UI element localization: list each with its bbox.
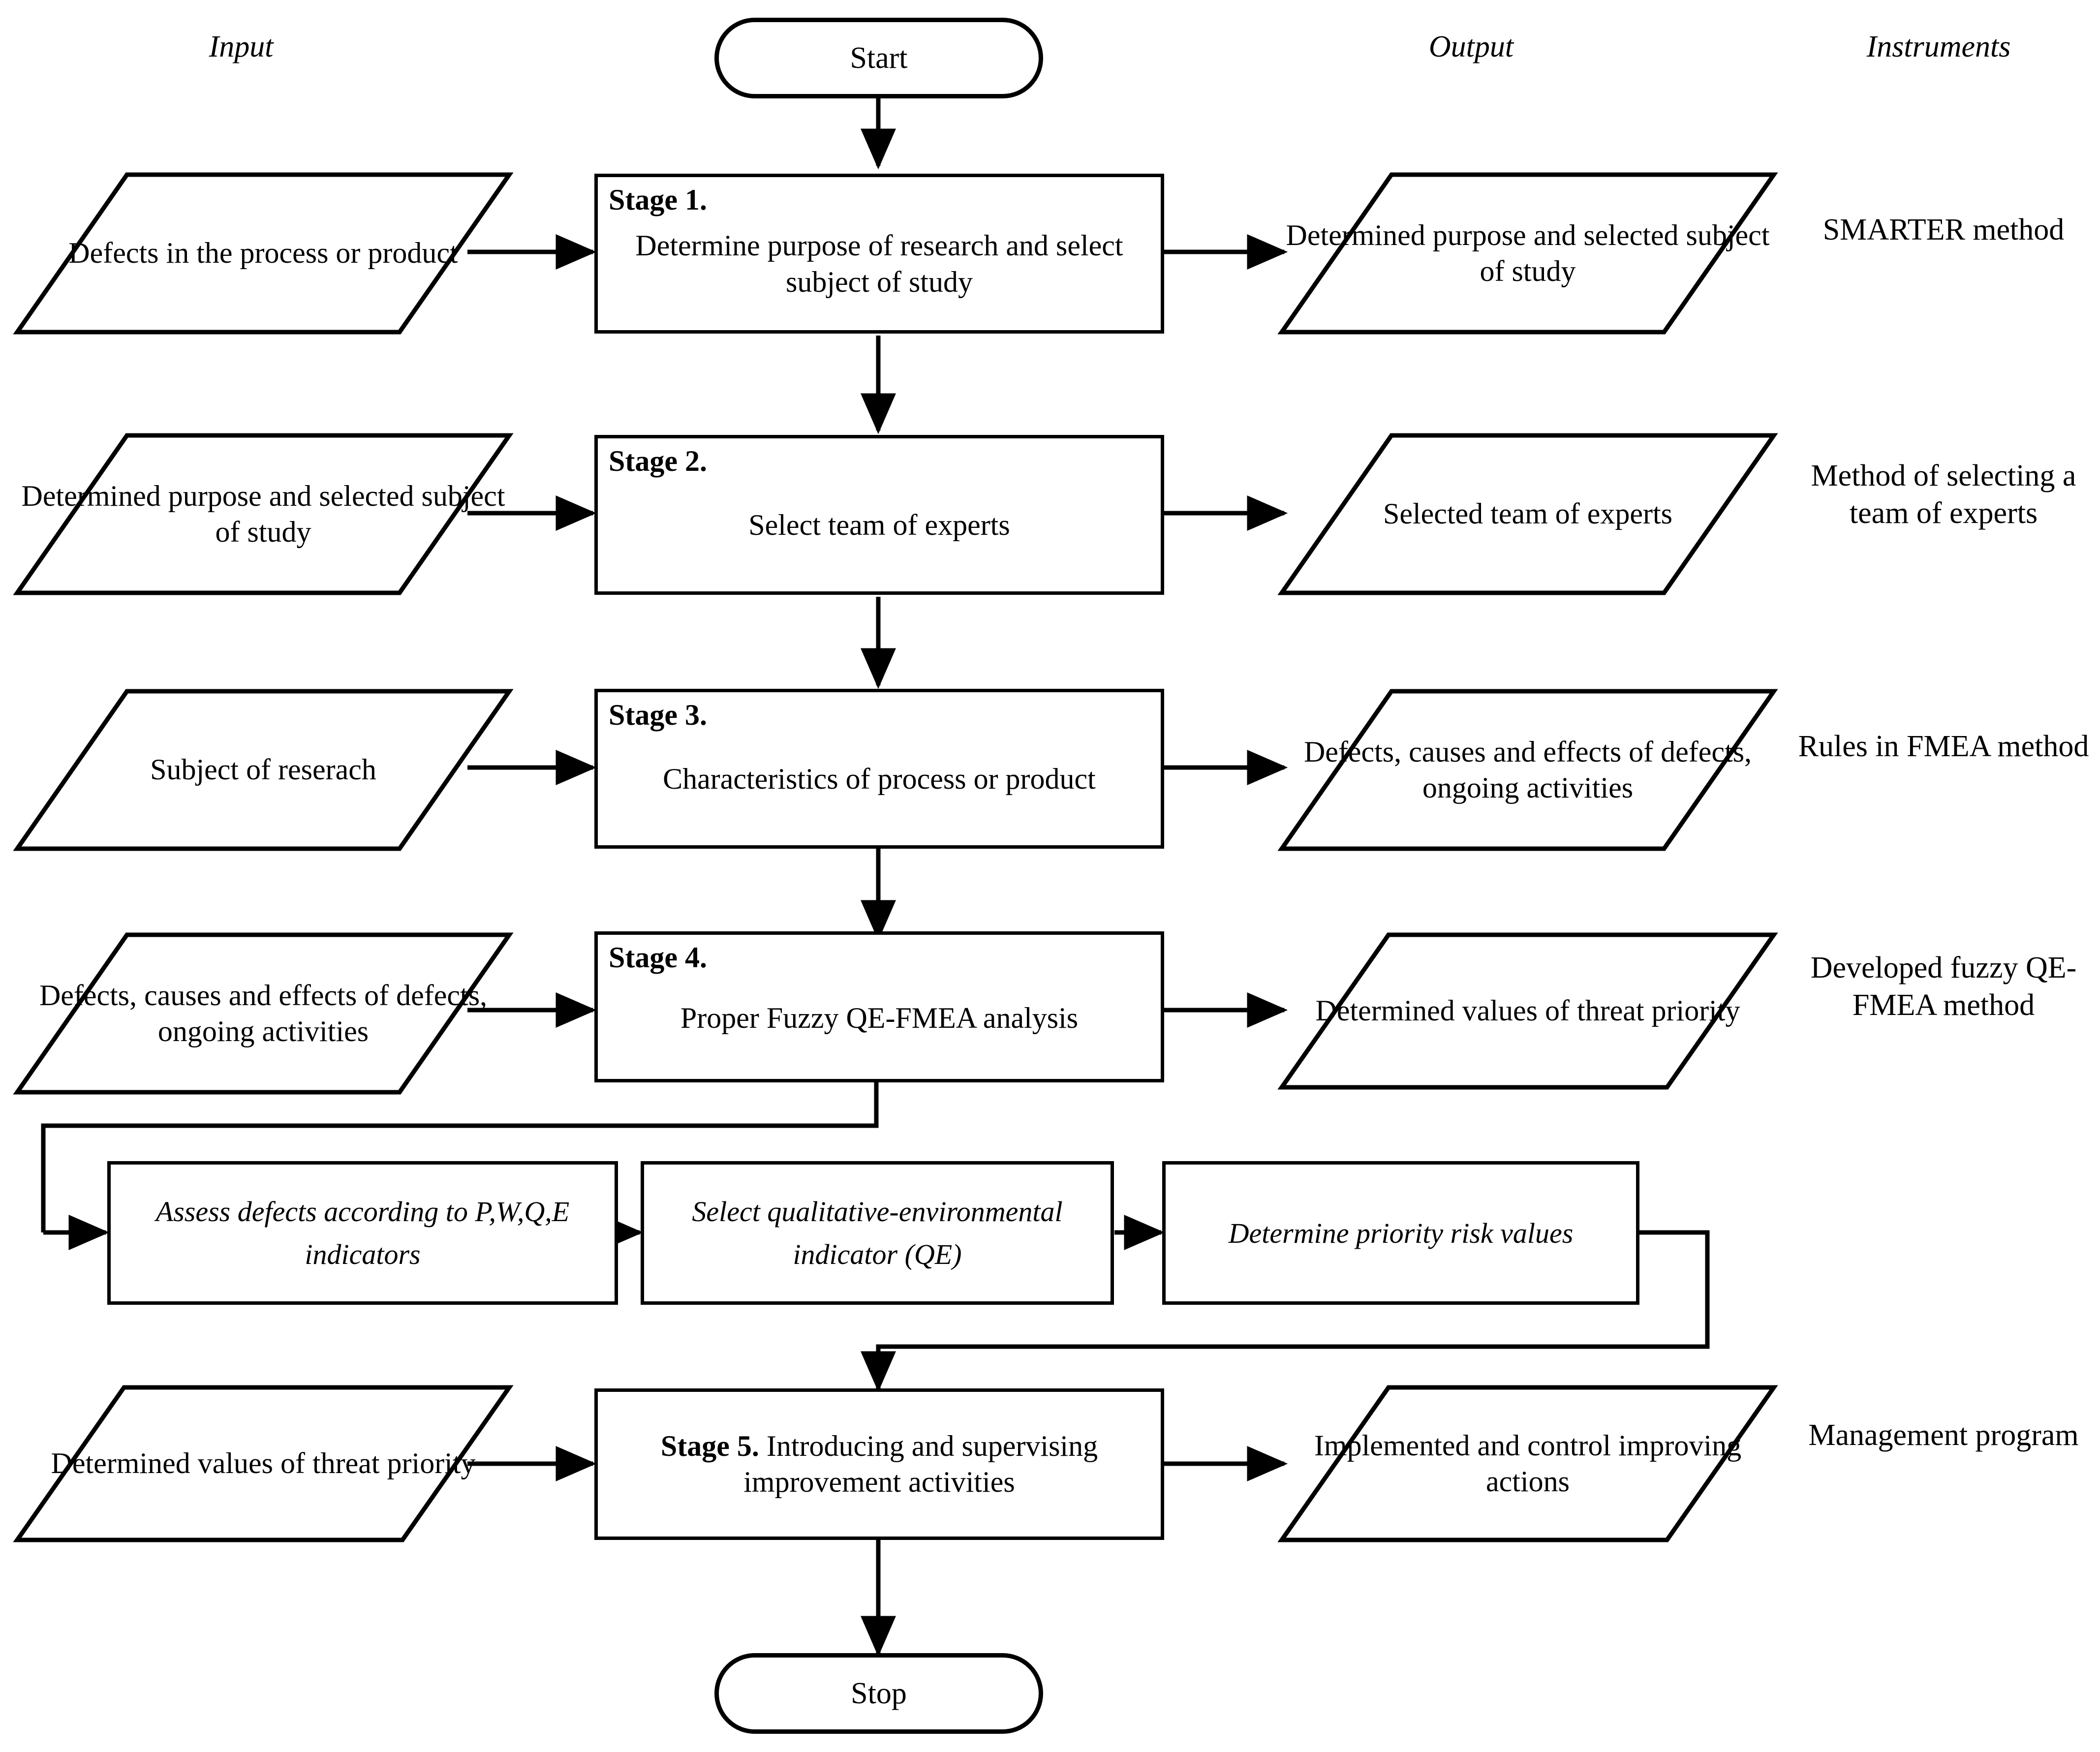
input-shape-stage-1[interactable]: Defects in the process or product xyxy=(13,172,514,335)
subprocess-box-2[interactable]: Select qualitative-environmental indicat… xyxy=(641,1161,1114,1305)
input-text-stage-3: Subject of reserach xyxy=(150,753,376,786)
stage-1-box[interactable]: Stage 1. Determine purpose of research a… xyxy=(594,174,1164,334)
output-shape-stage-3[interactable]: Defects, causes and effects of defects, … xyxy=(1277,689,1778,851)
input-text-stage-4: Defects, causes and effects of defects, … xyxy=(39,979,488,1047)
subprocess-text-2: Select qualitative-environmental indicat… xyxy=(692,1196,1063,1270)
input-text-stage-1: Defects in the process or product xyxy=(68,237,458,270)
stage-5-label: Stage 5. xyxy=(660,1429,759,1462)
stop-terminator[interactable]: Stop xyxy=(714,1653,1043,1734)
output-text-stage-4: Determined values of threat priority xyxy=(1315,994,1740,1027)
subprocess-text-3: Determine priority risk values xyxy=(1228,1217,1574,1249)
stage-3-label: Stage 3. xyxy=(609,699,707,731)
output-text-stage-2: Selected team of experts xyxy=(1383,497,1673,530)
input-shape-stage-5[interactable]: Determined values of threat priority xyxy=(13,1385,514,1542)
input-text-stage-5: Determined values of threat priority xyxy=(51,1447,476,1480)
output-shape-stage-1[interactable]: Determined purpose and selected subject … xyxy=(1277,172,1778,335)
stage-1-text: Determine purpose of research and select… xyxy=(635,229,1123,298)
instrument-stage-1: SMARTER method xyxy=(1822,213,2065,246)
subprocess-box-3[interactable]: Determine priority risk values xyxy=(1162,1161,1639,1305)
input-shape-stage-2[interactable]: Determined purpose and selected subject … xyxy=(13,433,514,595)
input-text-stage-2: Determined purpose and selected subject … xyxy=(21,479,505,548)
stage-5-body: Stage 5. Introducing and supervising imp… xyxy=(598,1428,1161,1500)
instrument-stage-3: Rules in FMEA method xyxy=(1798,730,2089,763)
input-shape-stage-4[interactable]: Defects, causes and effects of defects, … xyxy=(13,932,514,1095)
stage-5-text: Introducing and supervising improvement … xyxy=(743,1429,1098,1498)
stage-3-text: Characteristics of process or product xyxy=(663,762,1096,795)
instrument-stage-5: Management program xyxy=(1808,1418,2079,1452)
start-terminator[interactable]: Start xyxy=(714,18,1043,98)
column-header-input: Input xyxy=(209,30,274,63)
stage-2-box[interactable]: Stage 2. Select team of experts xyxy=(594,435,1164,595)
instrument-stage-4: Developed fuzzy QE-FMEA method xyxy=(1810,951,2077,1022)
stage-2-text: Select team of experts xyxy=(748,508,1010,541)
input-shape-stage-3[interactable]: Subject of reserach xyxy=(13,689,514,851)
output-shape-stage-2[interactable]: Selected team of experts xyxy=(1277,433,1778,595)
output-text-stage-5: Implemented and control improving action… xyxy=(1314,1429,1742,1498)
stage-4-text: Proper Fuzzy QE-FMEA analysis xyxy=(680,1001,1079,1034)
subprocess-box-1[interactable]: Assess defects according to P,W,Q,E indi… xyxy=(107,1161,618,1305)
instrument-stage-2: Method of selecting a team of experts xyxy=(1811,459,2076,530)
stage-1-label: Stage 1. xyxy=(609,184,707,216)
output-text-stage-3: Defects, causes and effects of defects, … xyxy=(1303,735,1752,804)
output-shape-stage-4[interactable]: Determined values of threat priority xyxy=(1277,932,1778,1090)
subprocess-text-1: Assess defects according to P,W,Q,E indi… xyxy=(155,1196,570,1270)
stage-3-box[interactable]: Stage 3. Characteristics of process or p… xyxy=(594,689,1164,849)
column-header-output: Output xyxy=(1428,30,1514,63)
output-shape-stage-5[interactable]: Implemented and control improving action… xyxy=(1277,1385,1778,1542)
column-header-instruments: Instruments xyxy=(1866,30,2011,63)
stage-4-label: Stage 4. xyxy=(609,941,707,974)
output-text-stage-1: Determined purpose and selected subject … xyxy=(1286,218,1770,287)
stage-5-box[interactable]: Stage 5. Introducing and supervising imp… xyxy=(594,1388,1164,1540)
stage-4-box[interactable]: Stage 4. Proper Fuzzy QE-FMEA analysis xyxy=(594,931,1164,1082)
stage-2-label: Stage 2. xyxy=(609,445,707,477)
